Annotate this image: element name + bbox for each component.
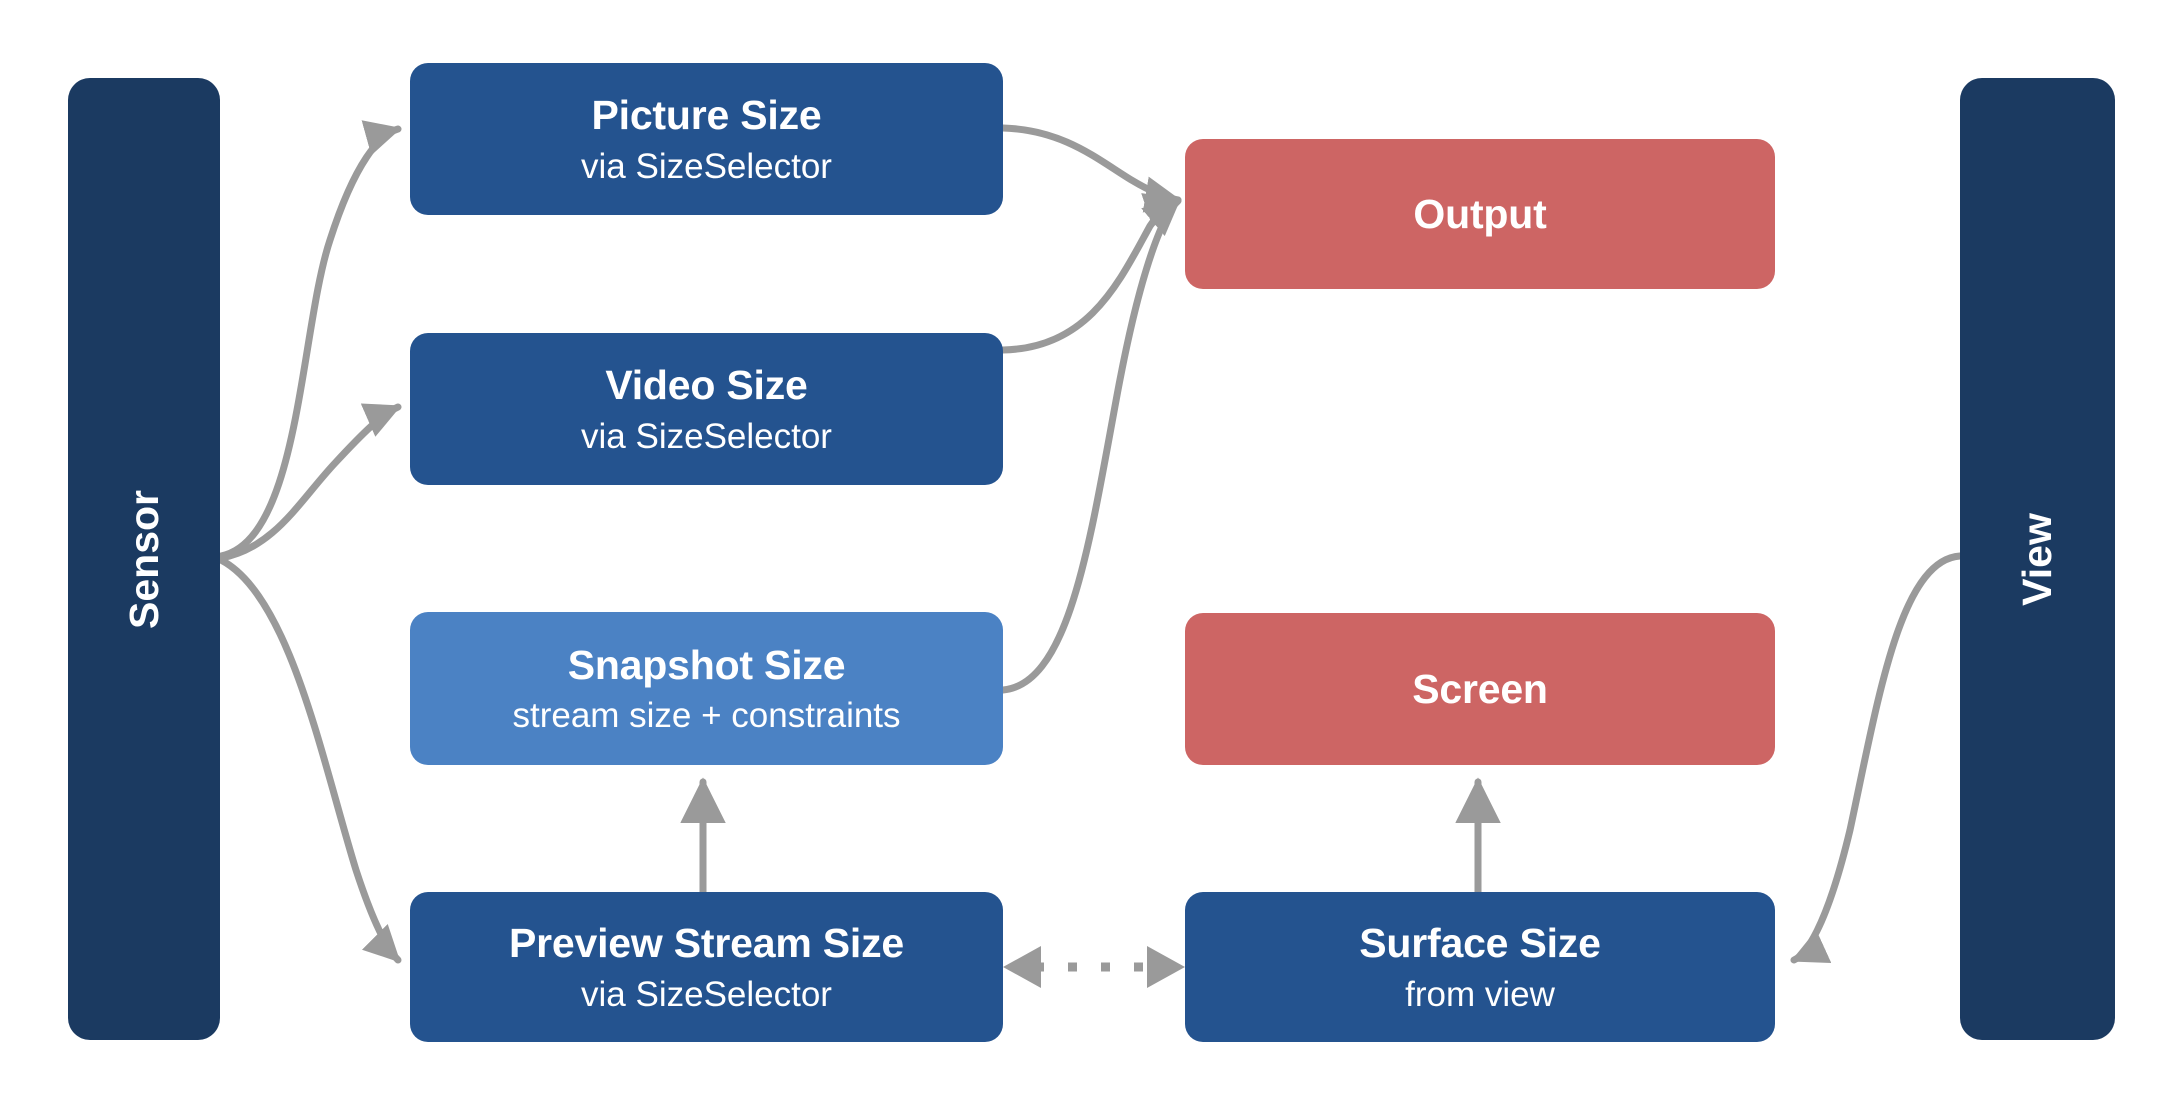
node-screen-title: Screen bbox=[1412, 665, 1548, 712]
lane-view[interactable]: View bbox=[1960, 78, 2115, 1040]
node-video-size-subtitle: via SizeSelector bbox=[581, 416, 832, 456]
node-video-size-title: Video Size bbox=[605, 362, 808, 409]
node-output[interactable]: Output bbox=[1185, 139, 1775, 289]
node-picture-size-subtitle: via SizeSelector bbox=[581, 146, 832, 186]
node-surface-size-title: Surface Size bbox=[1359, 920, 1601, 967]
arrowhead-right bbox=[1147, 946, 1185, 988]
node-surface-size[interactable]: Surface Size from view bbox=[1185, 892, 1775, 1042]
node-snapshot-size-title: Snapshot Size bbox=[567, 641, 846, 688]
edge-video-size-to-output bbox=[999, 193, 1182, 354]
lane-sensor-label: Sensor bbox=[120, 489, 167, 629]
node-output-title: Output bbox=[1413, 190, 1547, 237]
lane-view-label: View bbox=[2013, 512, 2060, 606]
node-video-size[interactable]: Video Size via SizeSelector bbox=[410, 333, 1003, 485]
node-preview-stream-size-title: Preview Stream Size bbox=[508, 920, 905, 967]
lane-sensor[interactable]: Sensor bbox=[68, 78, 220, 1040]
dotted-edge-arrowheads bbox=[1003, 946, 1185, 988]
node-picture-size-title: Picture Size bbox=[591, 92, 822, 139]
edge-sensor-to-video-size bbox=[217, 403, 402, 562]
node-snapshot-size[interactable]: Snapshot Size stream size + constraints bbox=[410, 612, 1003, 765]
edge-sensor-to-preview-stream-size bbox=[217, 556, 402, 964]
node-preview-stream-size[interactable]: Preview Stream Size via SizeSelector bbox=[410, 892, 1003, 1042]
edge-sensor-to-picture-size bbox=[217, 120, 402, 560]
node-surface-size-subtitle: from view bbox=[1405, 974, 1555, 1014]
node-screen[interactable]: Screen bbox=[1185, 613, 1775, 765]
edge-picture-size-to-output bbox=[999, 124, 1182, 213]
edge-snapshot-size-to-output bbox=[999, 197, 1182, 694]
node-preview-stream-size-subtitle: via SizeSelector bbox=[581, 974, 832, 1014]
edge-view-to-surface-size bbox=[1790, 552, 1964, 964]
arrowhead-left bbox=[1003, 946, 1041, 988]
node-snapshot-size-subtitle: stream size + constraints bbox=[512, 696, 901, 736]
node-picture-size[interactable]: Picture Size via SizeSelector bbox=[410, 63, 1003, 215]
